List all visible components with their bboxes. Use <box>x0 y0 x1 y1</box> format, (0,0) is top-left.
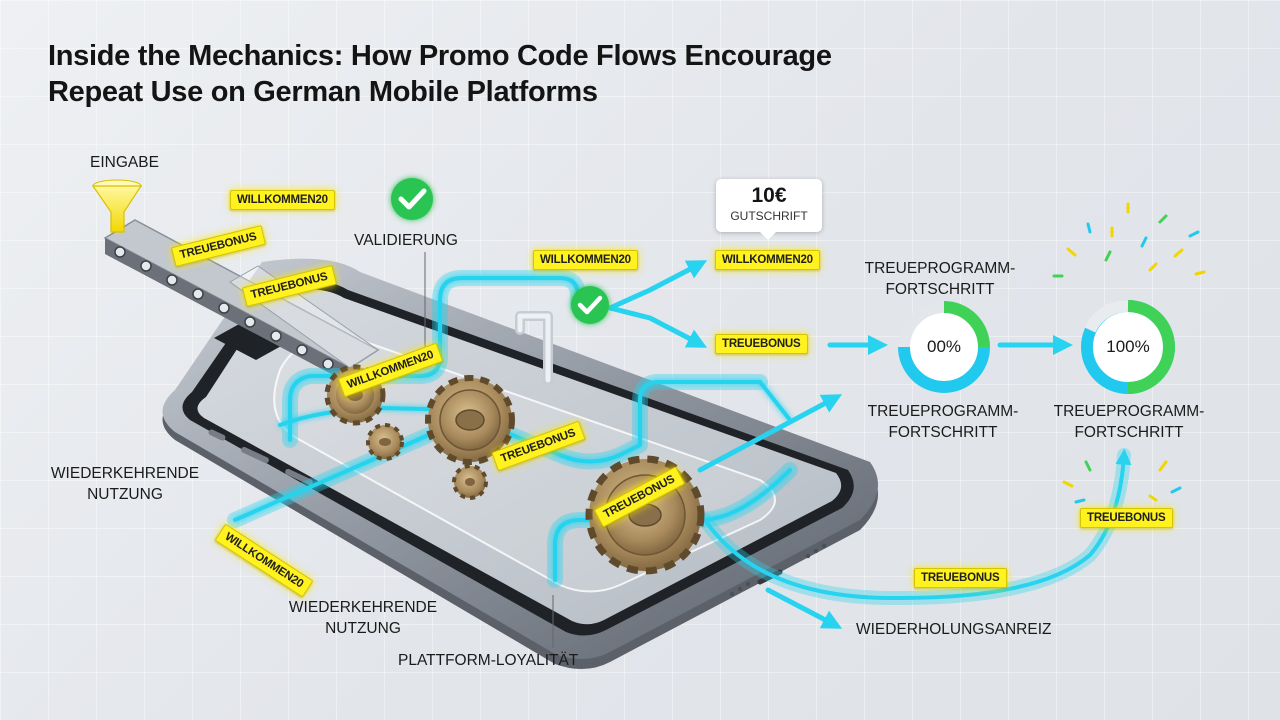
label-treueprogramm-right: TREUEPROGRAMM-FORTSCHRITT <box>1053 403 1205 441</box>
label-eingabe: EINGABE <box>90 154 159 171</box>
label-plattform-loyalitaet: PLATTFORM-LOYALITÄT <box>398 652 579 669</box>
promo-tag-willkommen-out: WILLKOMMEN20 <box>715 250 820 270</box>
label-treueprogramm-top: TREUEPROGRAMM-FORTSCHRITT <box>864 260 1016 298</box>
promo-tag-treuebonus-out: TREUEBONUS <box>715 334 808 354</box>
promo-tag-treuebonus-curve: TREUEBONUS <box>914 568 1007 588</box>
gear-large <box>425 375 515 465</box>
progress-end-value: 100% <box>1106 337 1150 356</box>
label-treueprogramm-left: TREUEPROGRAMM-FORTSCHRITT <box>867 403 1019 441</box>
promo-tag-treuebonus-right: TREUEBONUS <box>1080 508 1173 528</box>
label-wiederkehrende-nutzung-2: WIEDERKEHRENDE NUTZUNG <box>288 599 438 637</box>
funnel-icon <box>91 179 143 233</box>
check-icon <box>571 286 609 324</box>
gutschrift-callout: 10€ GUTSCHRIFT <box>716 179 822 240</box>
label-validierung: VALIDIERUNG <box>354 232 458 249</box>
promo-tag-willkommen-mid: WILLKOMMEN20 <box>533 250 638 270</box>
validation-check-icon <box>391 178 433 220</box>
gutschrift-amount: 10€ <box>751 184 787 207</box>
gutschrift-label: GUTSCHRIFT <box>730 209 808 223</box>
arrow-to-treuebonus <box>607 305 708 348</box>
page-title: Inside the Mechanics: How Promo Code Flo… <box>48 40 832 108</box>
flow-pipes <box>227 270 798 588</box>
progress-ring-start <box>898 301 990 393</box>
label-wiederholungsanreiz: WIEDERHOLUNGSANREIZ <box>856 621 1052 638</box>
gear-small-2 <box>452 464 488 500</box>
promo-tag-willkommen-top: WILLKOMMEN20 <box>230 190 335 210</box>
arrow-to-willkommen <box>607 260 708 311</box>
confetti <box>1052 202 1206 504</box>
progress-ring-end <box>1081 300 1175 394</box>
gear-small <box>366 423 404 461</box>
arrow-to-wiederholungsanreiz <box>765 587 843 629</box>
flow-arrows <box>607 260 1073 629</box>
label-wiederkehrende-nutzung-1: WIEDERKEHRENDE NUTZUNG <box>50 465 200 503</box>
progress-start-value: 00% <box>926 337 962 356</box>
arrow-up-right <box>697 394 843 473</box>
